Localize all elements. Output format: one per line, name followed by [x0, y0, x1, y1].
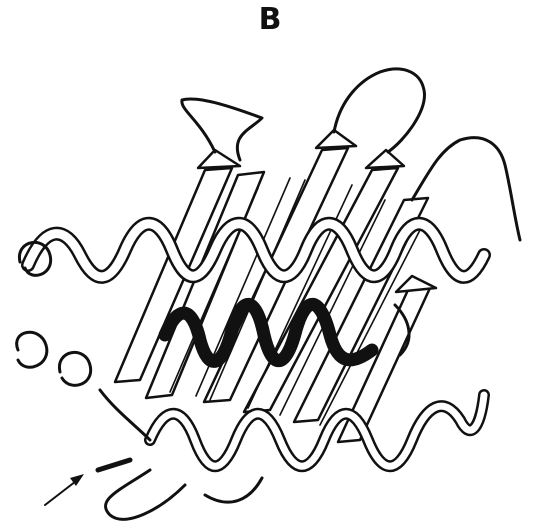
upper-helix — [28, 224, 484, 277]
pointer-arrow — [45, 474, 84, 505]
beta-sheet — [115, 130, 436, 442]
tail-loop-1 — [106, 470, 185, 519]
strand-arrowhead-2 — [316, 130, 356, 148]
strand-arrowhead-3 — [366, 150, 404, 168]
strand-arrowhead-1 — [198, 150, 240, 168]
coil-lower-left — [17, 332, 47, 367]
black-mark — [98, 460, 130, 470]
loop-1 — [182, 99, 262, 160]
strand-arrowhead-4 — [396, 276, 436, 292]
tail-loop-3 — [100, 390, 150, 440]
tail-loop-2 — [205, 478, 262, 502]
coil-mid-left — [59, 352, 90, 385]
